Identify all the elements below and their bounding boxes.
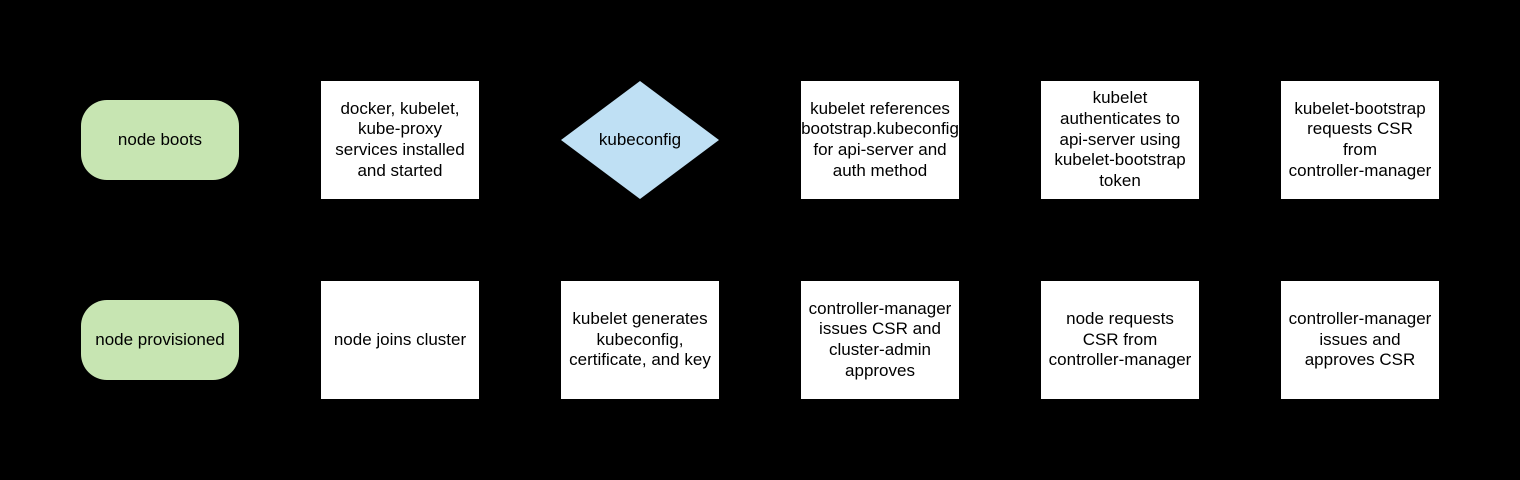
- process-node-joins-cluster: node joins cluster: [321, 281, 479, 399]
- node-label: kubelet authenticates to api-server usin…: [1054, 88, 1186, 191]
- node-label: node boots: [117, 129, 203, 149]
- node-label: docker, kubelet, kube-proxy services ins…: [335, 98, 465, 180]
- process-kubelet-generates-kubeconfig: kubelet generates kubeconfig, certificat…: [561, 281, 719, 399]
- node-label: kubeconfig: [598, 129, 682, 149]
- process-controller-manager-issues-csr: controller-manager issues CSR and cluste…: [801, 281, 959, 399]
- terminator-node-provisioned: node provisioned: [81, 300, 239, 380]
- process-kubelet-references-bootstrap-kubeconfig: kubelet references bootstrap.kubeconfig …: [801, 81, 959, 199]
- process-kubelet-bootstrap-requests-csr: kubelet-bootstrap requests CSR from cont…: [1281, 81, 1439, 199]
- node-label: kubelet references bootstrap.kubeconfig …: [801, 98, 959, 180]
- process-kubelet-authenticates: kubelet authenticates to api-server usin…: [1041, 81, 1199, 199]
- decision-kubeconfig: kubeconfig: [561, 81, 719, 199]
- process-node-requests-csr: node requests CSR from controller-manage…: [1041, 281, 1199, 399]
- node-label: controller-manager issues and approves C…: [1288, 308, 1432, 370]
- node-label: controller-manager issues CSR and cluste…: [808, 298, 952, 380]
- node-label: node requests CSR from controller-manage…: [1048, 308, 1192, 370]
- node-label: kubelet-bootstrap requests CSR from cont…: [1288, 98, 1432, 180]
- node-label: kubelet generates kubeconfig, certificat…: [569, 308, 711, 370]
- node-label: node provisioned: [95, 329, 225, 349]
- node-label: node joins cluster: [333, 329, 467, 349]
- process-controller-manager-approves-csr: controller-manager issues and approves C…: [1281, 281, 1439, 399]
- terminator-node-boots: node boots: [81, 100, 239, 180]
- process-services-installed: docker, kubelet, kube-proxy services ins…: [321, 81, 479, 199]
